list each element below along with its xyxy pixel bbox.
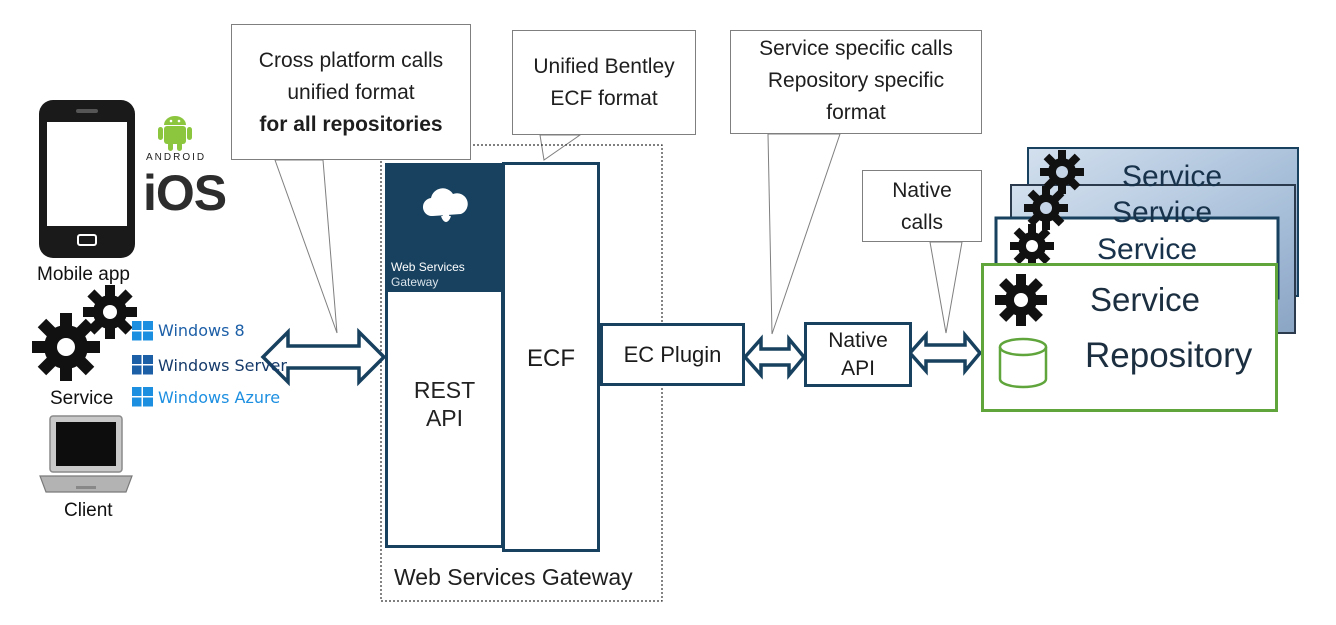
- service-repository-card: Service Repository: [981, 263, 1278, 412]
- rest-api-label: REST API: [388, 376, 501, 432]
- unified-bentley-callout: Unified Bentley ECF format: [512, 30, 696, 135]
- service-label: Service: [50, 388, 114, 409]
- gateway-logo-line2: Gateway: [391, 275, 439, 289]
- windows-logo-icon: [132, 355, 153, 375]
- cross-platform-line1: Cross platform calls: [258, 49, 444, 72]
- gear-icon: [995, 274, 1047, 326]
- native-calls-line2: calls: [900, 211, 943, 234]
- rest-api-box: Web Services Gateway REST API: [385, 163, 504, 548]
- front-repository-label: Repository: [1085, 336, 1253, 375]
- plugin-native-arrow: [742, 334, 807, 380]
- unified-bentley-line2: ECF format: [550, 87, 658, 110]
- windows-logo-icon: [132, 387, 153, 407]
- cross-platform-line2: unified format: [287, 81, 415, 104]
- ec-plugin-label: EC Plugin: [623, 341, 722, 367]
- service-specific-line3: format: [826, 101, 886, 124]
- stack-gear-icons: [1010, 150, 1084, 268]
- database-icon: [998, 337, 1048, 389]
- cross-platform-callout-tail: [274, 159, 338, 334]
- windows-azure-label: Windows Azure: [158, 388, 281, 407]
- stack-label-1: Service: [1122, 160, 1223, 193]
- native-api-line2: API: [841, 356, 875, 380]
- client-label: Client: [64, 500, 113, 521]
- native-calls-line1: Native: [892, 179, 952, 202]
- rest-api-line1: REST: [413, 377, 476, 403]
- mobile-app-label: Mobile app: [37, 264, 130, 285]
- mobile-phone-icon: [39, 100, 135, 258]
- android-wordmark: ANDROID: [146, 152, 207, 163]
- windows-8-label: Windows 8: [158, 321, 245, 340]
- client-gateway-arrow: [260, 327, 387, 387]
- ecf-box: ECF: [502, 162, 600, 552]
- ec-plugin-box: EC Plugin: [600, 323, 745, 386]
- ecf-label: ECF: [527, 345, 575, 372]
- service-specific-line1: Service specific calls: [759, 37, 953, 60]
- android-icon: [158, 116, 192, 151]
- service-specific-line2: Repository specific: [767, 69, 945, 92]
- cloud-plug-icon: [422, 188, 468, 223]
- service-gears-icon: [32, 285, 137, 381]
- gateway-logo-line1: Web Services: [391, 260, 465, 274]
- gateway-logo-tile: Web Services Gateway: [388, 166, 501, 292]
- service-specific-callout: Service specific calls Repository specif…: [730, 30, 982, 134]
- stack-label-2: Service: [1112, 196, 1213, 229]
- native-calls-callout: Native calls: [862, 170, 982, 242]
- unified-bentley-callout-tail: [539, 134, 582, 161]
- service-specific-callout-tail: [767, 133, 841, 335]
- laptop-icon: [39, 415, 133, 493]
- native-repository-arrow: [907, 330, 983, 376]
- unified-bentley-line1: Unified Bentley: [533, 55, 675, 78]
- cross-platform-callout: Cross platform calls unified format for …: [231, 24, 471, 160]
- stack-label-3: Service: [1097, 233, 1198, 266]
- cross-platform-line3: for all repositories: [259, 113, 443, 136]
- rest-api-line2: API: [425, 405, 464, 431]
- front-service-label: Service: [1090, 281, 1201, 318]
- native-api-box: Native API: [804, 322, 912, 387]
- windows-logo-icon: [132, 321, 153, 341]
- gateway-caption: Web Services Gateway: [394, 564, 633, 590]
- windows-server-label: Windows Server: [158, 356, 287, 375]
- native-calls-callout-tail: [929, 241, 963, 334]
- ios-wordmark: iOS: [143, 165, 227, 221]
- native-api-line1: Native: [828, 328, 888, 352]
